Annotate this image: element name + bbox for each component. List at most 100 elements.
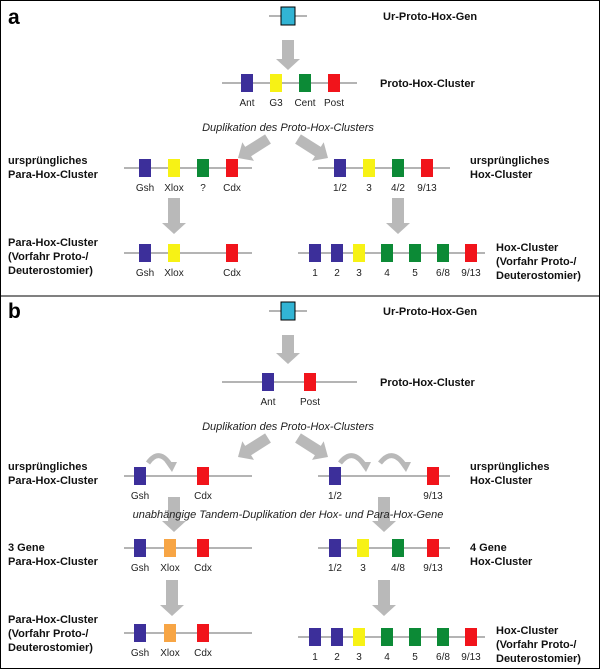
a-ur-gene-box — [280, 6, 296, 26]
a-para-final-gene-2-box — [168, 244, 180, 262]
a-proto-gene-2-box — [270, 74, 282, 92]
b-hox-4-label: Hox-Cluster — [470, 556, 533, 568]
b-hox-final-gene-6-label: 6/8 — [436, 652, 450, 663]
a-para-orig-gene-4-label: Cdx — [223, 183, 241, 194]
b-hox-final-gene-2-box — [331, 628, 343, 646]
a-hox-orig-gene-2-label: 3 — [366, 183, 372, 194]
b-hox-final-gene-3-box — [353, 628, 365, 646]
b-hox-final-label: Hox-Cluster — [496, 625, 559, 637]
a-proto-gene-4-label: Post — [324, 98, 344, 109]
b-hox-4-gene-3-label: 4/8 — [391, 563, 405, 574]
panel-a-label: a — [8, 6, 20, 29]
b-hox-final-gene-7-box — [465, 628, 477, 646]
b-ur-gene-box — [280, 301, 296, 321]
a-para-orig-gene-2-label: Xlox — [164, 183, 183, 194]
a-hox-final-label: Deuterostomier) — [496, 270, 581, 282]
b-proto-gene-1-label: Ant — [260, 397, 275, 408]
a-arrow-1 — [276, 40, 300, 70]
b-para-3-label: 3 Gene — [8, 542, 45, 554]
b-arrow-left — [238, 433, 271, 460]
a-hox-final-gene-6-label: 6/8 — [436, 268, 450, 279]
a-para-final-label: Para-Hox-Cluster — [8, 237, 99, 249]
b-para-final-gene-2-label: Xlox — [160, 648, 179, 659]
b-hox-final-label: (Vorfahr Proto-/ — [496, 639, 576, 651]
a-hox-final-gene-2-label: 2 — [334, 268, 340, 279]
panel-b-label: b — [8, 300, 21, 323]
b-hox-final-gene-4-box — [381, 628, 393, 646]
a-para-final-gene-1-box — [139, 244, 151, 262]
b-para-final-gene-1-box — [134, 624, 146, 642]
a-para-final-gene-3-label: Cdx — [223, 268, 241, 279]
a-hox-orig-gene-3-box — [392, 159, 404, 177]
b-hox-final-gene-5-label: 5 — [412, 652, 418, 663]
b-hox-orig-gene-1-box — [329, 467, 341, 485]
b-hox-4-gene-4-label: 9/13 — [423, 563, 443, 574]
a-para-orig-label: Para-Hox-Cluster — [8, 169, 99, 181]
b-hox-final-gene-1-label: 1 — [312, 652, 318, 663]
b-hox-orig-gene-2-label: 9/13 — [423, 491, 443, 502]
a-para-orig-label: ursprüngliches — [8, 155, 87, 167]
b-para-3-gene-1-box — [134, 539, 146, 557]
b-hox-4-gene-3-box — [392, 539, 404, 557]
b-hox-4-gene-2-box — [357, 539, 369, 557]
b-hox-orig-label: ursprüngliches — [470, 461, 549, 473]
a-hox-final-gene-1-label: 1 — [312, 268, 318, 279]
a-para-orig-gene-3-label: ? — [200, 183, 206, 194]
b-hox-final-gene-7-label: 9/13 — [461, 652, 481, 663]
b-para-final-label: Deuterostomier) — [8, 642, 93, 654]
a-hox-final-gene-3-label: 3 — [356, 268, 362, 279]
a-para-final-gene-3-box — [226, 244, 238, 262]
b-para-orig-gene-1-label: Gsh — [131, 491, 149, 502]
a-hox-final-gene-3-box — [353, 244, 365, 262]
a-ur-label: Ur-Proto-Hox-Gen — [383, 11, 477, 23]
b-arrow-1 — [276, 335, 300, 364]
b-hox-final-gene-4-label: 4 — [384, 652, 390, 663]
b-hox-final-gene-2-label: 2 — [334, 652, 340, 663]
b-para-final-gene-1-label: Gsh — [131, 648, 149, 659]
b-hox-final-gene-3-label: 3 — [356, 652, 362, 663]
a-para-orig-gene-1-label: Gsh — [136, 183, 154, 194]
b-hox-4-label: 4 Gene — [470, 542, 507, 554]
a-hox-final-gene-5-box — [409, 244, 421, 262]
a-hox-orig-gene-1-label: 1/2 — [333, 183, 347, 194]
b-ur-label: Ur-Proto-Hox-Gen — [383, 306, 477, 318]
b-arrow-para-final — [160, 580, 184, 616]
b-hox-4-gene-1-label: 1/2 — [328, 563, 342, 574]
a-para-final-label: (Vorfahr Proto-/ — [8, 251, 88, 263]
b-curve-hox-2-head — [399, 462, 411, 472]
a-para-orig-gene-3-box — [197, 159, 209, 177]
b-duplication-label: Duplikation des Proto-Hox-Clusters — [202, 421, 374, 433]
b-hox-final-gene-6-box — [437, 628, 449, 646]
b-hox-4-gene-1-box — [329, 539, 341, 557]
a-hox-orig-label: Hox-Cluster — [470, 169, 533, 181]
a-hox-final-gene-5-label: 5 — [412, 268, 418, 279]
a-hox-final-gene-2-box — [331, 244, 343, 262]
a-hox-final-gene-7-label: 9/13 — [461, 268, 481, 279]
b-hox-orig-label: Hox-Cluster — [470, 475, 533, 487]
b-para-3-label: Para-Hox-Cluster — [8, 556, 99, 568]
b-curve-hox-1-head — [359, 462, 371, 472]
a-arrow-hox-down — [386, 198, 410, 234]
b-hox-orig-gene-2-box — [427, 467, 439, 485]
a-hox-orig-gene-2-box — [363, 159, 375, 177]
b-para-orig-label: Para-Hox-Cluster — [8, 475, 99, 487]
a-hox-orig-gene-4-label: 9/13 — [417, 183, 437, 194]
b-proto-gene-2-label: Post — [300, 397, 320, 408]
b-hox-4-gene-2-label: 3 — [360, 563, 366, 574]
b-para-3-gene-3-label: Cdx — [194, 563, 212, 574]
a-hox-final-label: (Vorfahr Proto-/ — [496, 256, 576, 268]
b-proto-gene-2-box — [304, 373, 316, 391]
b-para-final-label: (Vorfahr Proto-/ — [8, 628, 88, 640]
b-proto-gene-1-box — [262, 373, 274, 391]
b-para-final-gene-3-box — [197, 624, 209, 642]
b-para-final-gene-2-box — [164, 624, 176, 642]
b-para-orig-gene-1-box — [134, 467, 146, 485]
a-hox-orig-gene-4-box — [421, 159, 433, 177]
a-hox-final-gene-4-label: 4 — [384, 268, 390, 279]
a-hox-orig-gene-3-label: 4/2 — [391, 183, 405, 194]
a-hox-final-gene-6-box — [437, 244, 449, 262]
a-proto-gene-4-box — [328, 74, 340, 92]
b-hox-final-gene-5-box — [409, 628, 421, 646]
a-hox-final-gene-7-box — [465, 244, 477, 262]
